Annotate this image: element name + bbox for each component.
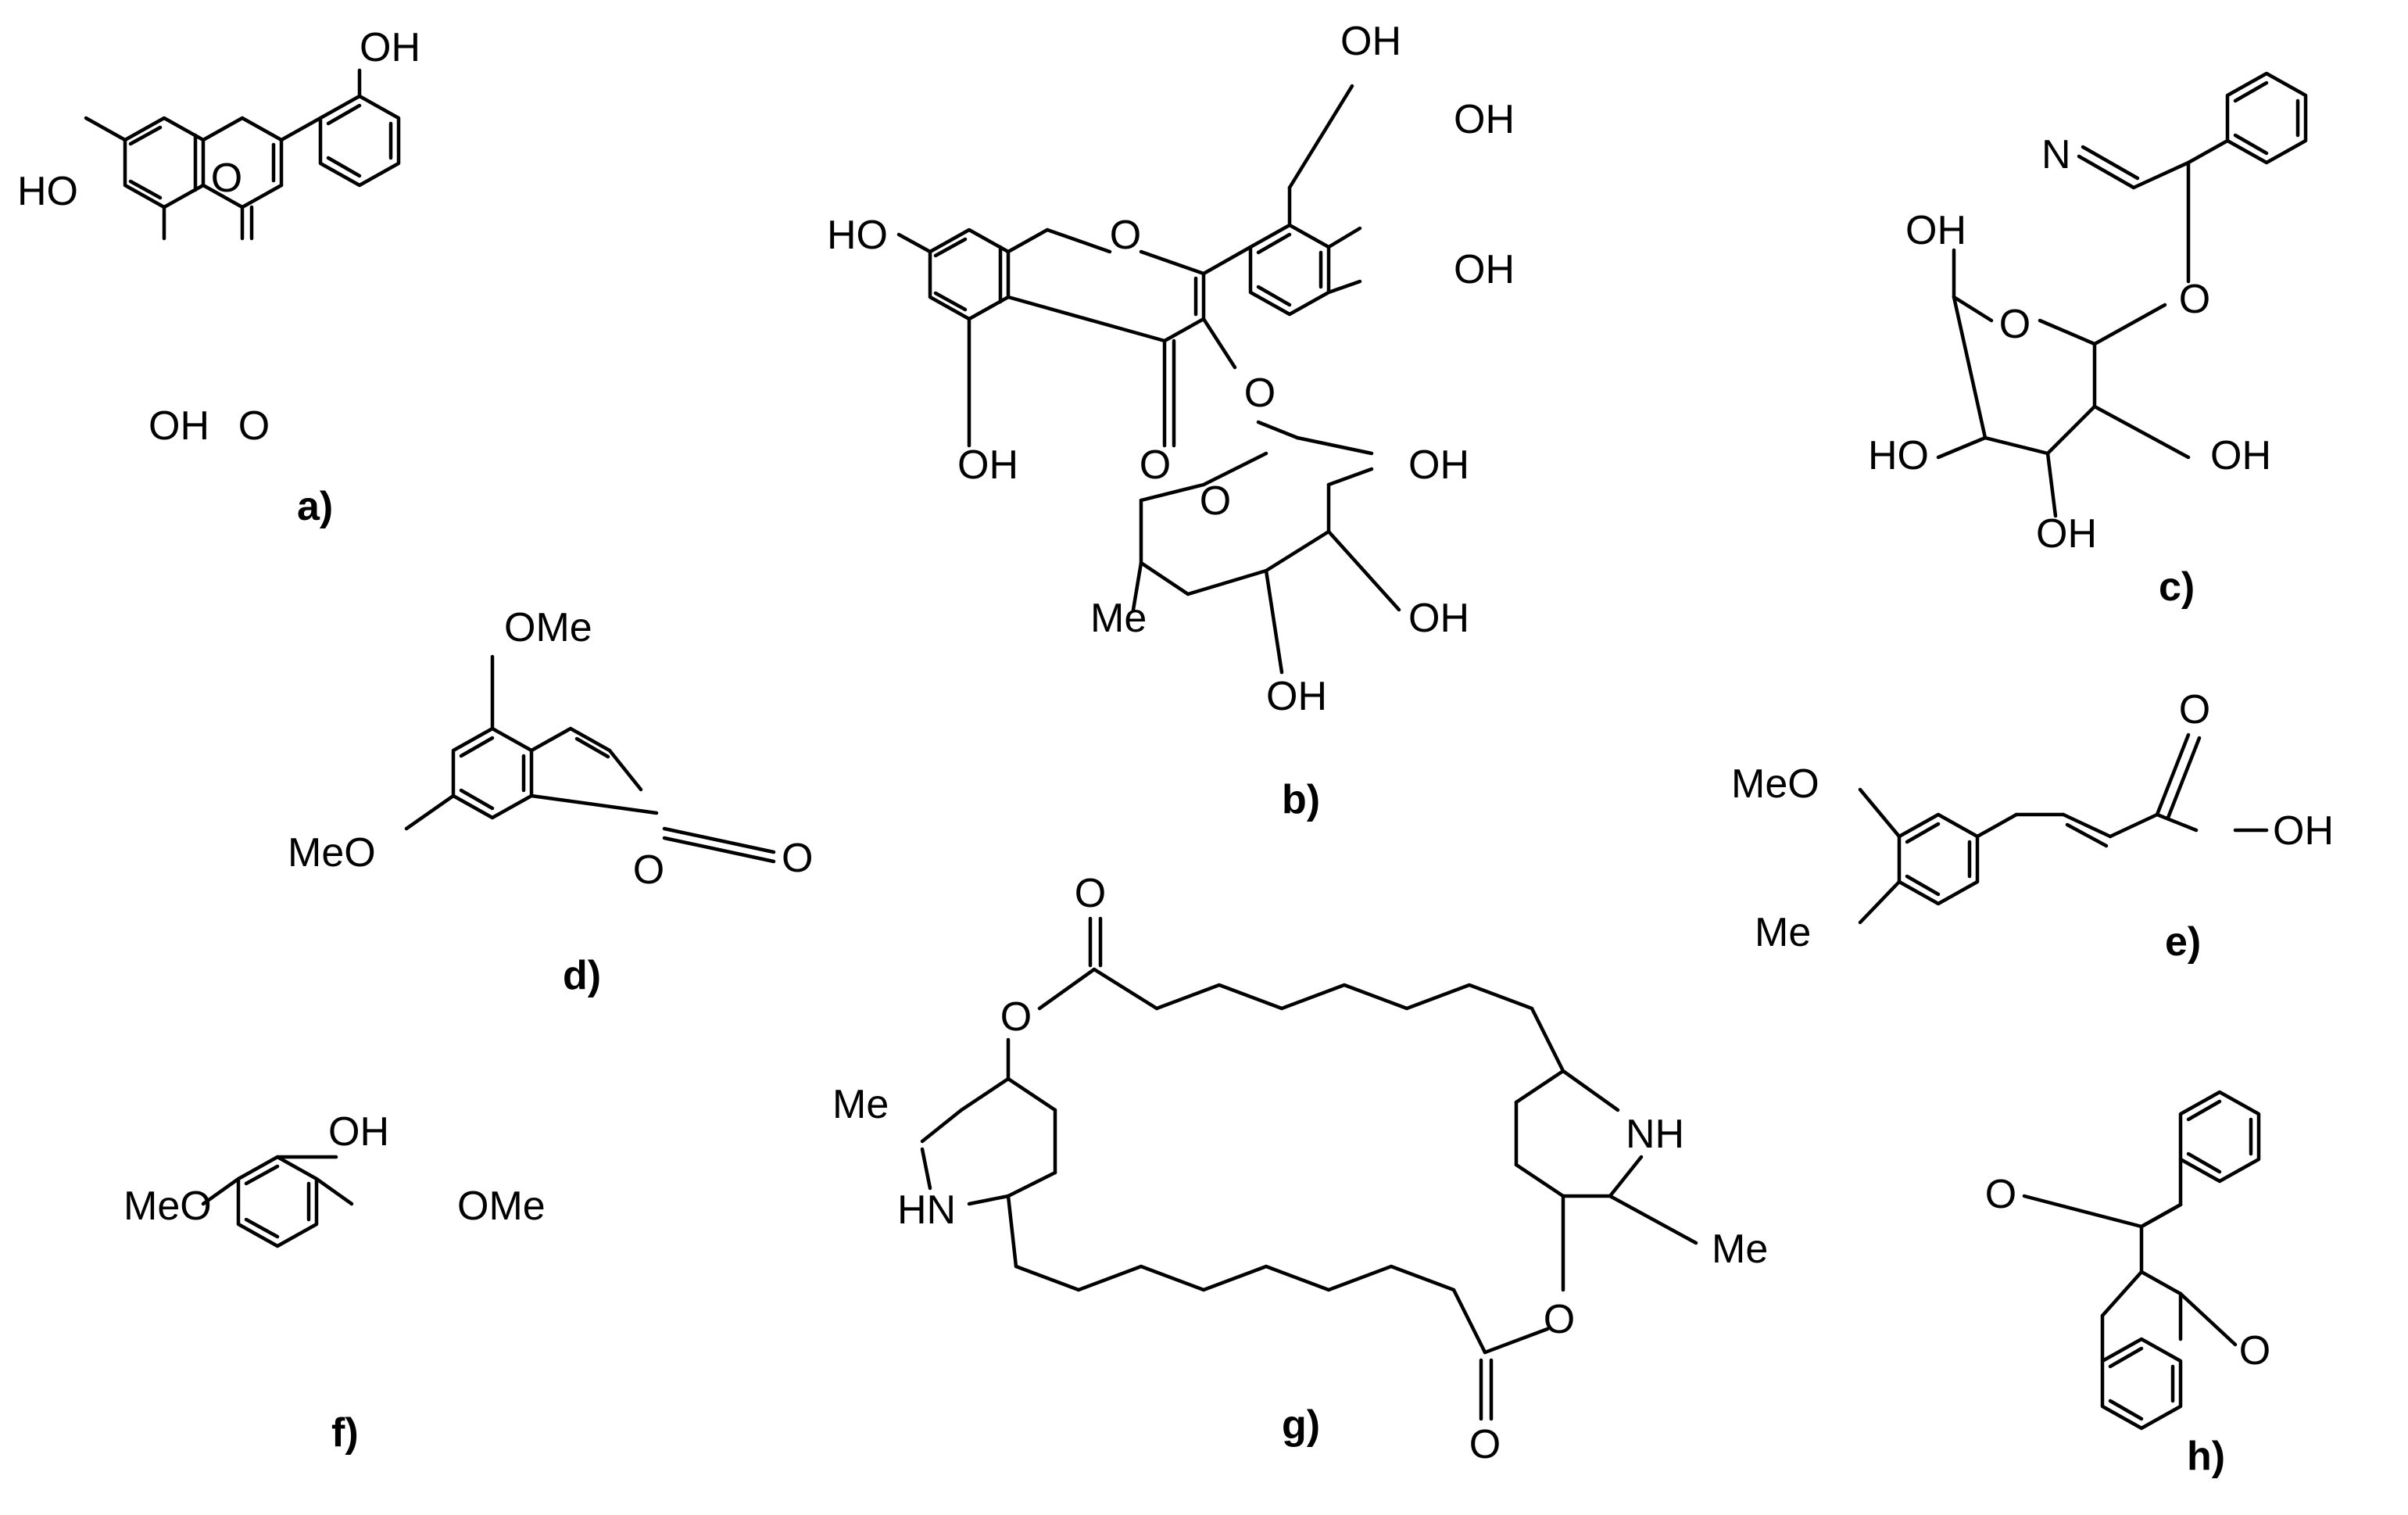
structure-a: HO O OH OH O a) <box>17 25 420 529</box>
structure-b-atom: O <box>1140 442 1171 488</box>
structure-e-bonds <box>1858 732 2269 925</box>
structure-b-atom: OH <box>1408 442 1469 488</box>
structure-d-atom: O <box>782 836 813 881</box>
structure-g: O O Me NH HN Me O O <box>832 871 1768 1467</box>
structure-e: O MeO OH Me e) <box>1731 687 2334 965</box>
structure-e-atom: O <box>2179 687 2210 732</box>
structure-a-atom: O <box>211 156 242 201</box>
structure-e-atom: MeO <box>1731 761 1819 807</box>
structure-h-atom: O <box>1985 1172 2016 1217</box>
structure-c-atom: OH <box>2036 511 2097 557</box>
structure-g-atom: Me <box>1712 1227 1768 1272</box>
structure-b-atom: OH <box>1454 97 1515 142</box>
structure-b-atom: OH <box>1266 674 1327 719</box>
structure-h-bonds <box>2022 1090 2261 1431</box>
structure-e-atom: Me <box>1755 910 1811 955</box>
structure-g-atom: O <box>1000 994 1032 1040</box>
structure-f: OH MeO OMe f) <box>123 1109 546 1456</box>
structure-b-atom: OH <box>1454 247 1515 292</box>
structure-b-atom: OH <box>1340 19 1401 64</box>
structure-f-atom: OH <box>328 1109 389 1155</box>
structure-d-atom: MeO <box>288 830 376 876</box>
structure-c-atom: O <box>1999 302 2031 347</box>
panel-label-c: c) <box>2159 564 2195 610</box>
panel-label-d: d) <box>563 953 601 998</box>
structure-a-atom: OH <box>360 25 420 70</box>
structure-g-atom: O <box>1075 871 1106 916</box>
structure-a-atom: HO <box>17 169 78 214</box>
structure-d-bonds <box>404 654 776 864</box>
panel-label-e: e) <box>2165 919 2201 965</box>
structure-b: OH OH HO O OH O OH O O OH Me OH OH <box>827 19 1515 822</box>
structure-f-bonds <box>201 1155 354 1248</box>
structure-b-bonds <box>896 84 1401 675</box>
structure-g-atom: O <box>1544 1297 1575 1342</box>
structure-f-atom: OMe <box>457 1184 546 1229</box>
structure-a-bonds <box>84 68 401 241</box>
structure-h: O O h) <box>1985 1090 2270 1479</box>
structure-d-atom: OMe <box>504 605 592 650</box>
structure-c-bonds <box>1936 71 2308 518</box>
panel-label-a: a) <box>297 484 333 529</box>
structure-c: N OH O O HO OH OH c) <box>1868 71 2308 610</box>
structure-b-atom: Me <box>1090 596 1147 641</box>
structure-c-atom: N <box>2041 132 2071 177</box>
structure-e-atom: OH <box>2273 808 2334 854</box>
panel-label-b: b) <box>1282 777 1320 822</box>
structure-f-atom: MeO <box>123 1184 212 1229</box>
structure-b-atom: O <box>1244 371 1276 416</box>
panel-label-h: h) <box>2187 1434 2225 1479</box>
structure-c-atom: OH <box>1905 208 1966 253</box>
structure-g-atom: HN <box>897 1187 956 1233</box>
structure-b-atom: HO <box>827 213 888 258</box>
structure-c-atom: O <box>2179 277 2210 322</box>
structure-g-atom: O <box>1469 1422 1501 1467</box>
structure-d: OMe MeO O O d) <box>288 605 813 998</box>
structure-b-atom: OH <box>1408 596 1469 641</box>
structure-a-atom: O <box>238 403 270 449</box>
panel-label-g: g) <box>1282 1402 1320 1448</box>
structure-g-atom: NH <box>1626 1112 1684 1157</box>
structure-d-atom: O <box>633 847 664 893</box>
panel-label-f: f) <box>331 1410 359 1456</box>
structure-c-atom: HO <box>1868 433 1929 478</box>
structure-c-atom: OH <box>2210 433 2271 478</box>
structure-g-bonds <box>920 916 1698 1421</box>
structure-g-atom: Me <box>832 1082 889 1127</box>
structure-a-atom: OH <box>148 403 209 449</box>
structure-b-atom: OH <box>957 442 1018 488</box>
structure-h-atom: O <box>2239 1328 2270 1374</box>
structure-b-atom: O <box>1110 213 1141 258</box>
